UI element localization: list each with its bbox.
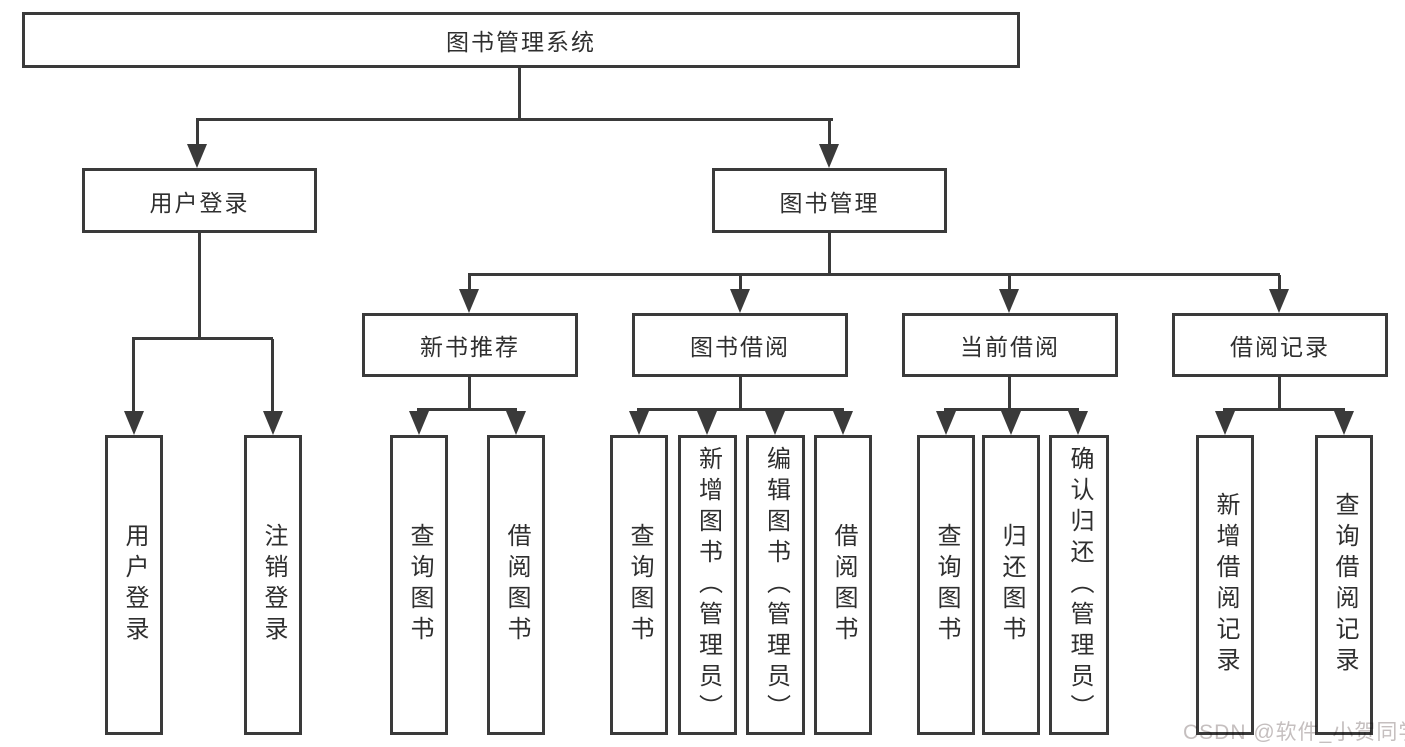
arrow-down-icon [999, 289, 1019, 313]
arrow-down-icon [833, 411, 853, 435]
leaf-query-books-borrow: 查询图书 [610, 435, 668, 735]
connector-drop-login-leaf [132, 339, 135, 413]
connector-borrowrecords-branch [1223, 408, 1345, 411]
arrow-down-icon [1334, 411, 1354, 435]
leaf-query-books-newbooks: 查询图书 [390, 435, 448, 735]
arrow-down-icon [730, 289, 750, 313]
connector-bookborrow-branch [637, 408, 844, 411]
arrow-down-icon [1001, 411, 1021, 435]
arrow-down-icon [459, 289, 479, 313]
connector-currentborrow-stem [1008, 377, 1011, 408]
connector-drop-borrow-records [1278, 275, 1281, 291]
node-user-login: 用户登录 [82, 168, 317, 233]
connector-newbooks-branch [417, 408, 517, 411]
connector-bookmgmt-branch [468, 273, 1280, 276]
connector-borrowrecords-stem [1278, 377, 1281, 408]
arrow-down-icon [1215, 411, 1235, 435]
connector-userlogin-stem [198, 233, 201, 337]
connector-userlogin-branch [132, 337, 273, 340]
csdn-watermark: CSDN @软件_小贺同学 [1183, 721, 1405, 744]
connector-newbooks-stem [468, 377, 471, 408]
connector-drop-logout-leaf [271, 339, 274, 413]
arrow-down-icon [409, 411, 429, 435]
arrow-down-icon [697, 411, 717, 435]
node-root-library-system: 图书管理系统 [22, 12, 1020, 68]
node-borrow-records: 借阅记录 [1172, 313, 1388, 377]
connector-bookmgmt-stem [828, 233, 831, 273]
node-new-book-recommend: 新书推荐 [362, 313, 578, 377]
leaf-query-books-current: 查询图书 [917, 435, 975, 735]
leaf-logout: 注销登录 [244, 435, 302, 735]
node-book-borrow: 图书借阅 [632, 313, 848, 377]
leaf-confirm-return-admin: 确认归还（管理员） [1049, 435, 1109, 735]
leaf-add-books-admin: 新增图书（管理员） [678, 435, 737, 735]
arrow-down-icon [124, 411, 144, 435]
arrow-down-icon [936, 411, 956, 435]
connector-drop-user-login [196, 120, 199, 146]
arrow-down-icon [819, 144, 839, 168]
leaf-borrow-books: 借阅图书 [814, 435, 872, 735]
leaf-user-login: 用户登录 [105, 435, 163, 735]
arrow-down-icon [629, 411, 649, 435]
leaf-add-borrow-record: 新增借阅记录 [1196, 435, 1254, 735]
arrow-down-icon [1269, 289, 1289, 313]
arrow-down-icon [765, 411, 785, 435]
leaf-query-borrow-record: 查询借阅记录 [1315, 435, 1373, 735]
arrow-down-icon [187, 144, 207, 168]
leaf-borrow-books-newbooks: 借阅图书 [487, 435, 545, 735]
leaf-return-books: 归还图书 [982, 435, 1040, 735]
arrow-down-icon [1068, 411, 1088, 435]
connector-bookborrow-stem [739, 377, 742, 408]
connector-drop-book-borrow [739, 275, 742, 291]
arrow-down-icon [506, 411, 526, 435]
connector-root-stem [518, 68, 521, 118]
connector-currentborrow-branch [944, 408, 1079, 411]
connector-root-branch [196, 118, 833, 121]
node-current-borrow: 当前借阅 [902, 313, 1118, 377]
connector-drop-new-books [468, 275, 471, 291]
leaf-edit-books-admin: 编辑图书（管理员） [746, 435, 805, 735]
connector-drop-current-borrow [1008, 275, 1011, 291]
node-book-management: 图书管理 [712, 168, 947, 233]
connector-drop-book-mgmt [828, 120, 831, 146]
arrow-down-icon [263, 411, 283, 435]
